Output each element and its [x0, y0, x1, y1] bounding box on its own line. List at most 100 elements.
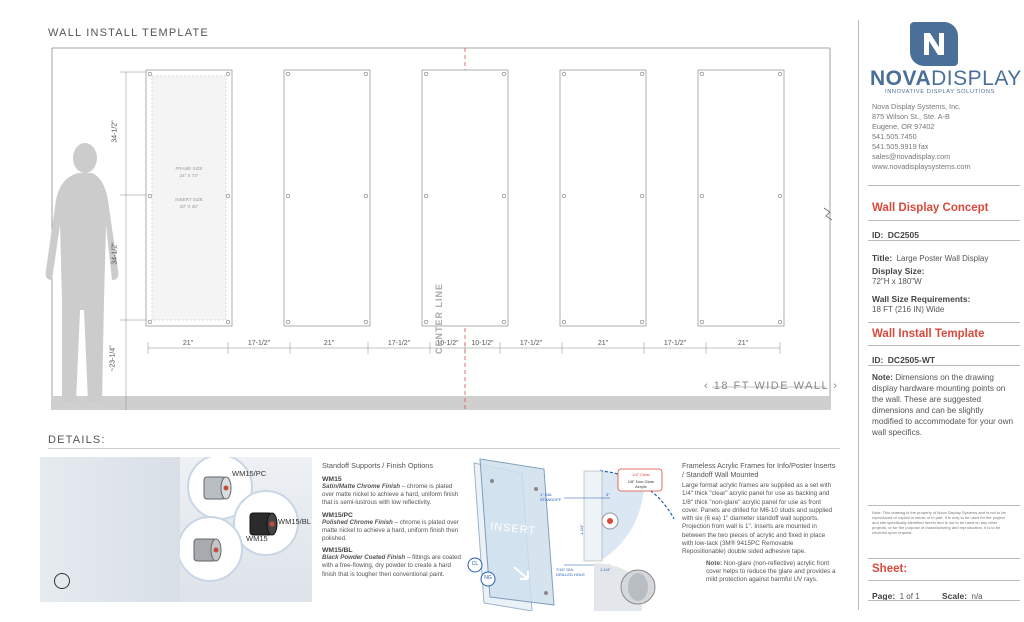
- page-info: Page: 1 of 1: [872, 591, 920, 601]
- standoff-option-desc: Satin/Matte Chrome Finish – chrome is pl…: [322, 483, 459, 507]
- standoff-marker-icon: [54, 573, 70, 589]
- display-size-label: Display Size:: [872, 266, 925, 276]
- disclaimer: Note: This drawing is the property of No…: [872, 510, 1006, 535]
- mounting-hole: [639, 71, 645, 77]
- mounting-hole: [225, 193, 231, 199]
- mounting-hole: [285, 319, 291, 325]
- standoff-option-code: WM15/BL: [322, 547, 353, 555]
- rule-5: [868, 345, 1020, 346]
- callout-3in: 3": [606, 492, 610, 497]
- address-line: 541.505.9919 fax: [872, 142, 929, 151]
- display-panel-3: [421, 69, 509, 327]
- mounting-hole: [363, 71, 369, 77]
- mounting-hole: [501, 319, 507, 325]
- mounting-hole: [777, 319, 783, 325]
- callout-standoff: 1" DIA. STANDOFF: [540, 492, 562, 502]
- brand-tagline: INNOVATIVE DISPLAY SOLUTIONS: [885, 89, 995, 95]
- callout-drilled-hole: 7/16" DIA. DRILLED HOLE: [556, 567, 585, 577]
- display-panel-4: [559, 69, 647, 327]
- mounting-hole: [363, 193, 369, 199]
- photo-label-pc: WM15/PC: [232, 469, 267, 478]
- rule-3: [868, 240, 1020, 241]
- photo-label-bl: WM15/BL: [278, 517, 311, 526]
- frame-size-value: 24" X 72": [179, 173, 199, 178]
- address-line: Eugene, OR 97402: [872, 122, 935, 131]
- display-panel-5: [697, 69, 785, 327]
- horizontal-dim-label: 17-1/2": [659, 340, 691, 347]
- callout-114-horizontal: 1-1/4": [600, 567, 611, 572]
- standoff-photo: WM15/PC WM15/BL WM15: [40, 457, 312, 602]
- sidebar-left-rule: [858, 20, 859, 610]
- wall-template-heading: WALL INSTALL TEMPLATE: [48, 27, 209, 39]
- horizontal-dim-label: 21": [587, 340, 619, 347]
- frame-heading: Frameless Acrylic Frames for Info/Poster…: [682, 461, 836, 479]
- insert-size-label: INSERT SIZE: [175, 197, 203, 202]
- wall-req-value: 18 FT (216 IN) Wide: [872, 305, 945, 314]
- standoff-option-desc: Polished Chrome Finish – chrome is plate…: [322, 518, 459, 543]
- mounting-hole: [147, 193, 153, 199]
- mounting-hole: [423, 193, 429, 199]
- wall-width-left-arrow: ‹: [704, 380, 714, 392]
- address-block: Nova Display Systems, Inc.875 Wilson St.…: [872, 102, 1012, 172]
- insert-area: [151, 75, 227, 321]
- mounting-hole: [699, 71, 705, 77]
- mounting-hole: [699, 319, 705, 325]
- frame-diagram: [467, 458, 675, 612]
- insert-size-value: 20" X 36": [179, 204, 199, 209]
- height-dim-mid: 34-1/2": [111, 242, 119, 265]
- concept-id: ID: DC2505: [872, 230, 919, 240]
- title-block-sidebar: NOVADISPLAY INNOVATIVE DISPLAY SOLUTIONS…: [858, 0, 1024, 622]
- photo-label-std: WM15: [246, 534, 268, 543]
- rule-9: [868, 580, 1020, 581]
- dimensions-note: Note: Dimensions on the drawing display …: [872, 373, 1014, 437]
- standoff-option-code: WM15: [322, 476, 342, 483]
- mounting-hole: [699, 193, 705, 199]
- callout-nonglare: 1/8" Non-Glare Acrylic: [627, 479, 655, 489]
- horizontal-dim-label: 17-1/2": [243, 340, 275, 347]
- template-id: ID: DC2505-WT: [872, 355, 936, 365]
- rule-10: [868, 600, 1020, 601]
- address-line: www.novadisplaysystems.com: [872, 162, 971, 171]
- nova-logo-icon: [910, 22, 958, 66]
- mounting-hole: [501, 193, 507, 199]
- wall-floor: [52, 396, 830, 410]
- rule-1: [868, 185, 1020, 186]
- frame-body: Large format acrylic frames are supplied…: [682, 482, 833, 556]
- horizontal-dim-label: 21": [172, 340, 204, 347]
- horizontal-dim-label: 21": [313, 340, 345, 347]
- wall-break-mark: [823, 207, 833, 221]
- standoff-option-desc: Black Powder Coated Finish – fittings ar…: [322, 554, 461, 578]
- mounting-hole: [639, 193, 645, 199]
- wall-width-right-arrow: ›: [828, 380, 839, 392]
- mounting-hole: [225, 319, 231, 325]
- sheet-title: Sheet:: [872, 563, 908, 575]
- display-title: Title: Large Poster Wall Display: [872, 253, 989, 263]
- details-rule: [48, 448, 840, 449]
- ng-marker: NG: [484, 575, 492, 581]
- concept-title: Wall Display Concept: [872, 202, 989, 214]
- mounting-hole: [363, 319, 369, 325]
- panels-group: [145, 69, 785, 327]
- standoff-option-code: WM15/PC: [322, 511, 353, 519]
- mounting-hole: [285, 193, 291, 199]
- mounting-hole: [147, 319, 153, 325]
- brand-wordmark: NOVADISPLAY: [870, 67, 1022, 90]
- mounting-hole: [147, 71, 153, 77]
- mounting-hole: [561, 71, 567, 77]
- mounting-hole: [423, 319, 429, 325]
- cl-marker: CL: [471, 561, 479, 567]
- frame-note: Note: Non-glare (non-reflective) acrylic…: [706, 559, 836, 584]
- center-line-label: CENTER LINE: [434, 282, 444, 354]
- standoff-heading: Standoff Supports / Finish Options: [322, 461, 434, 470]
- rule-4: [868, 322, 1020, 323]
- address-line: 875 Wilson St., Ste. A-B: [872, 112, 950, 121]
- standoff-circles: [180, 457, 299, 582]
- rule-6: [868, 365, 1020, 366]
- rule-7: [868, 505, 1020, 506]
- callout-114-vertical: 1-1/4": [578, 524, 584, 535]
- horizontal-dim-label: 10-1/2": [466, 340, 499, 347]
- frame-text-block: Frameless Acrylic Frames for Info/Poster…: [682, 461, 838, 585]
- height-dim-bottom: ~23-1/4": [109, 345, 117, 372]
